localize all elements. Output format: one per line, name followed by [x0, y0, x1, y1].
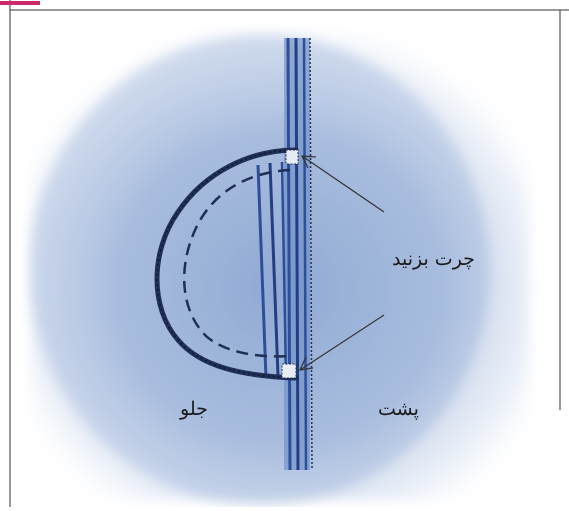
- fabric-wash: [30, 35, 490, 505]
- clip-mark-top: [286, 150, 298, 164]
- seam-strip: [284, 38, 312, 470]
- clip-mark-bottom: [282, 364, 296, 378]
- clip-label: چرت بزنید: [392, 248, 475, 270]
- back-label: پشت: [378, 398, 419, 420]
- front-label: جلو: [180, 398, 208, 420]
